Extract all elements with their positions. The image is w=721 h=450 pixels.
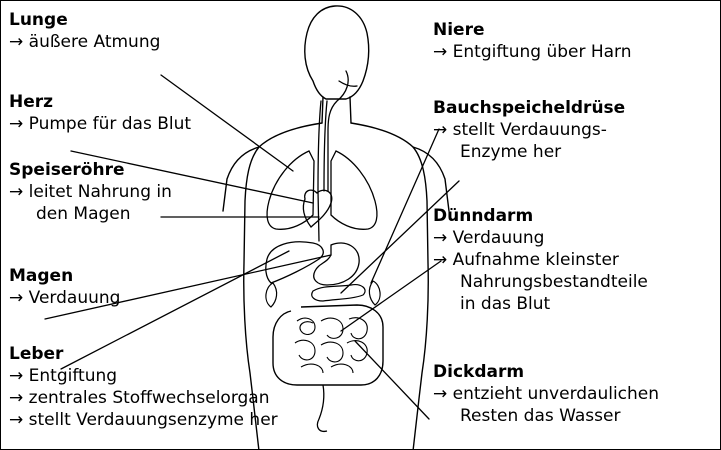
label-duenndarm: Dünndarm → Verdauung → Aufnahme kleinste…	[433, 205, 648, 315]
left-kidney	[266, 283, 277, 307]
organ-function: → leitet Nahrung in	[9, 181, 172, 203]
organ-title: Niere	[433, 19, 632, 41]
label-lunge: Lunge → äußere Atmung	[9, 9, 160, 53]
rectum	[317, 385, 327, 431]
organ-function: → Verdauung	[433, 227, 648, 249]
label-magen: Magen → Verdauung	[9, 265, 120, 309]
right-lung	[331, 151, 377, 229]
organ-function: den Magen	[9, 203, 172, 225]
organ-function: → äußere Atmung	[9, 31, 160, 53]
organ-title: Bauchspeicheldrüse	[433, 97, 625, 119]
organ-function: in das Blut	[433, 293, 648, 315]
small-intestine	[297, 318, 315, 334]
organ-title: Dickdarm	[433, 361, 659, 383]
organ-title: Dünndarm	[433, 205, 648, 227]
organ-title: Lunge	[9, 9, 160, 31]
organ-function: Resten das Wasser	[433, 405, 659, 427]
label-bauchspeicheldruese: Bauchspeicheldrüse → stellt Verdauungs- …	[433, 97, 625, 163]
stomach	[314, 243, 359, 285]
organ-title: Magen	[9, 265, 120, 287]
organ-function: → Verdauung	[9, 287, 120, 309]
head-outline	[305, 6, 369, 99]
label-niere: Niere → Entgiftung über Harn	[433, 19, 632, 63]
pointer-dickdarm	[355, 341, 429, 419]
pointer-niere	[371, 129, 439, 283]
organ-title: Herz	[9, 91, 191, 113]
right-kidney	[369, 281, 380, 305]
organ-function: → Entgiftung über Harn	[433, 41, 632, 63]
label-speiseroehre: Speiseröhre → leitet Nahrung in den Mage…	[9, 159, 172, 225]
organ-function: → entzieht unverdaulichen	[433, 383, 659, 405]
label-dickdarm: Dickdarm → entzieht unverdaulichen Reste…	[433, 361, 659, 427]
label-leber: Leber → Entgiftung → zentrales Stoffwech…	[9, 343, 278, 431]
large-intestine	[273, 305, 383, 385]
organ-function: → Pumpe für das Blut	[9, 113, 191, 135]
pancreas	[312, 285, 365, 301]
organ-function: Enzyme her	[433, 141, 625, 163]
organ-title: Leber	[9, 343, 278, 365]
label-herz: Herz → Pumpe für das Blut	[9, 91, 191, 135]
organ-function: → zentrales Stoffwechselorgan	[9, 387, 278, 409]
organ-function: → Aufnahme kleinster	[433, 249, 648, 271]
organ-function: → stellt Verdauungsenzyme her	[9, 409, 278, 431]
organ-function: → Entgiftung	[9, 365, 278, 387]
organ-function: → stellt Verdauungs-	[433, 119, 625, 141]
organ-title: Speiseröhre	[9, 159, 172, 181]
liver	[266, 242, 323, 283]
organ-function: Nahrungsbestandteile	[433, 271, 648, 293]
